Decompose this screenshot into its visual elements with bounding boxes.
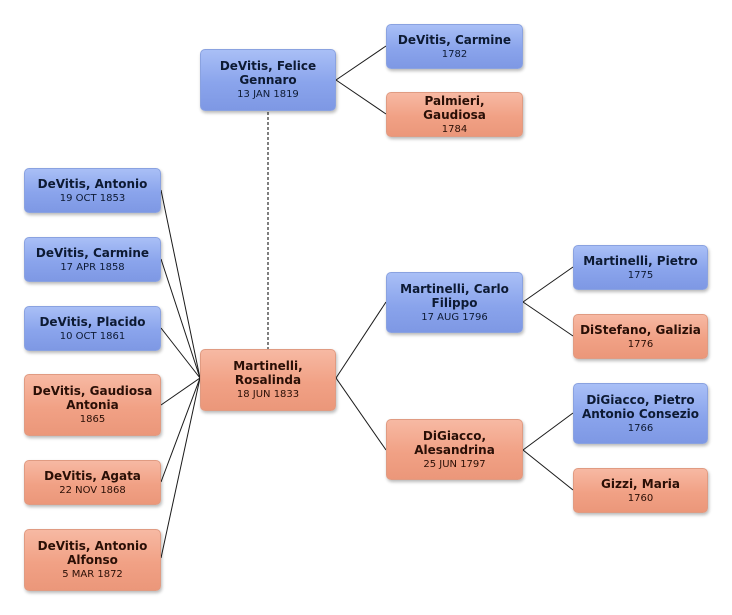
connector-carlo-pietro (522, 266, 574, 303)
connector-felice-gaudiosa (335, 79, 387, 115)
person-date: 19 OCT 1853 (59, 192, 126, 204)
person-name: Martinelli, Rosalinda (233, 359, 303, 387)
person-maria-gizzi[interactable]: Gizzi, Maria 1760 (573, 468, 708, 513)
person-date: 1784 (441, 123, 468, 135)
person-name: DeVitis, Placido (39, 314, 146, 329)
person-name: DeVitis, Antonio Alfonso (37, 539, 148, 567)
connector-carlo-galizia (522, 301, 574, 337)
connector-alesandrina-pietro (522, 412, 574, 451)
person-date: 5 MAR 1872 (62, 569, 123, 580)
person-name: Martinelli, Pietro (583, 253, 698, 268)
connector-alesandrina-maria (522, 449, 574, 491)
connector-child-antonio (160, 189, 201, 379)
person-felice-gennaro[interactable]: DeVitis, Felice Gennaro 13 JAN 1819 (200, 49, 336, 111)
person-placido[interactable]: DeVitis, Placido 10 OCT 1861 (24, 306, 161, 351)
person-antonio[interactable]: DeVitis, Antonio 19 OCT 1853 (24, 168, 161, 213)
connector-rosalinda-alesandrina (335, 377, 387, 451)
person-name: DiGiacco, Alesandrina (414, 428, 495, 457)
person-date: 1760 (627, 492, 654, 504)
person-name: DiStefano, Galizia (580, 322, 701, 337)
person-name: DiGiacco, Pietro Antonio Consezio (581, 392, 700, 421)
person-galizia[interactable]: DiStefano, Galizia 1776 (573, 314, 708, 359)
person-carmine-1782[interactable]: DeVitis, Carmine 1782 (386, 24, 523, 69)
person-date: 1766 (627, 422, 654, 434)
person-date: 17 AUG 1796 (421, 311, 488, 323)
connector-felice-carmine (335, 45, 387, 81)
person-agata[interactable]: DeVitis, Agata 22 NOV 1868 (24, 460, 161, 505)
person-antonio-alfonso[interactable]: DeVitis, Antonio Alfonso 5 MAR 1872 (24, 529, 161, 591)
connector-child-agata (160, 377, 201, 483)
person-gaudiosa-antonia[interactable]: DeVitis, Gaudiosa Antonia 1865 (24, 374, 161, 436)
person-name: DeVitis, Carmine (35, 245, 150, 260)
person-pietro-digiacco[interactable]: DiGiacco, Pietro Antonio Consezio 1766 (573, 383, 708, 444)
person-date: 1865 (79, 414, 106, 425)
person-name: DeVitis, Carmine (397, 32, 512, 47)
person-alesandrina[interactable]: DiGiacco, Alesandrina 25 JUN 1797 (386, 419, 523, 480)
person-name: DeVitis, Gaudiosa Antonia (32, 384, 153, 412)
person-date: 1776 (627, 338, 654, 350)
person-name: Gizzi, Maria (601, 476, 680, 491)
person-gaudiosa-palmieri[interactable]: Palmieri, Gaudiosa 1784 (386, 92, 523, 137)
connector-child-placido (160, 327, 201, 379)
person-name: Palmieri, Gaudiosa (423, 93, 486, 122)
person-name: Martinelli, Carlo Filippo (400, 281, 509, 310)
connector-child-carmine (160, 258, 201, 379)
connector-child-antonio-alfonso (160, 377, 201, 559)
person-pietro-martinelli[interactable]: Martinelli, Pietro 1775 (573, 245, 708, 290)
person-carmine-1858[interactable]: DeVitis, Carmine 17 APR 1858 (24, 237, 161, 282)
person-date: 1775 (627, 269, 654, 281)
person-name: DeVitis, Felice Gennaro (219, 59, 317, 87)
connector-rosalinda-carlo (335, 301, 387, 379)
person-carlo-filippo[interactable]: Martinelli, Carlo Filippo 17 AUG 1796 (386, 272, 523, 333)
person-name: DeVitis, Antonio (37, 176, 148, 191)
person-name: DeVitis, Agata (44, 468, 141, 483)
connector-child-gaudiosa (160, 377, 201, 406)
person-date: 17 APR 1858 (60, 261, 125, 273)
person-date: 22 NOV 1868 (59, 484, 126, 496)
person-date: 18 JUN 1833 (236, 389, 300, 400)
person-date: 1782 (441, 48, 468, 60)
person-date: 13 JAN 1819 (237, 89, 299, 100)
person-date: 25 JUN 1797 (423, 458, 486, 470)
person-rosalinda[interactable]: Martinelli, Rosalinda 18 JUN 1833 (200, 349, 336, 411)
person-date: 10 OCT 1861 (59, 330, 126, 342)
